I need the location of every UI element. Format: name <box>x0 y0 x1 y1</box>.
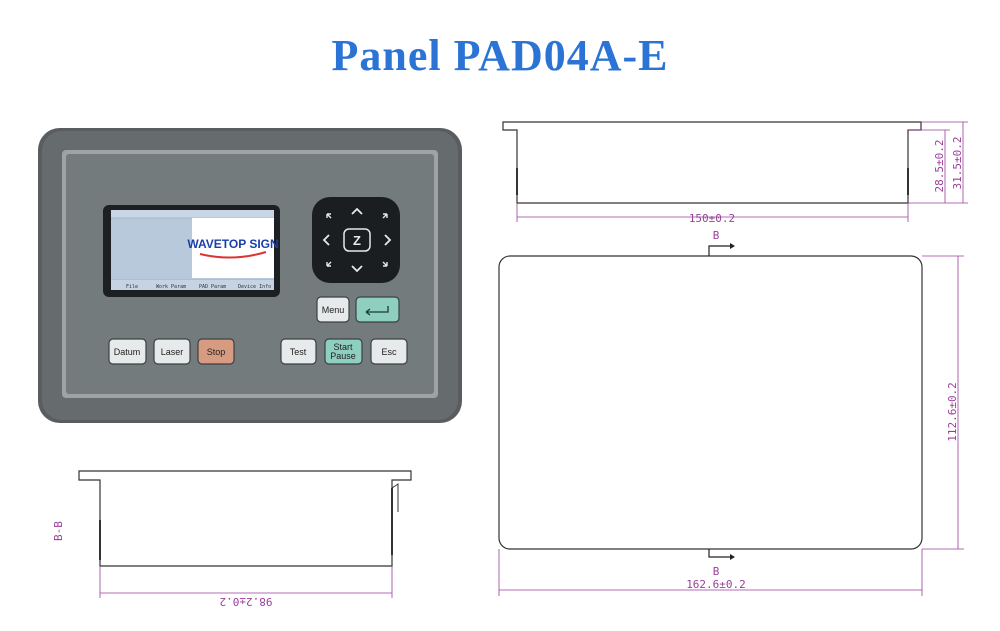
dim-top-depth-2: 31.5±0.2 <box>951 137 964 190</box>
esc-button-label: Esc <box>381 347 397 357</box>
enter-icon <box>365 306 389 316</box>
section-marker-top <box>708 245 730 256</box>
stop-button-label: Stop <box>207 347 226 357</box>
section-marker-label-top: B <box>713 229 720 242</box>
test-button[interactable]: Test <box>280 338 317 365</box>
datum-button[interactable]: Datum <box>108 338 147 365</box>
screen-tab-device-info: Device Info <box>238 284 271 290</box>
dim-top-width: 150±0.2 <box>689 212 735 225</box>
arrow-right-icon[interactable] <box>384 234 392 246</box>
front-view-outline <box>498 255 923 550</box>
arrow-left-icon[interactable] <box>322 234 330 246</box>
dim-top-depth-1: 28.5±0.2 <box>933 140 946 193</box>
section-marker-bottom <box>708 549 730 558</box>
arrow-down-left-icon <box>326 261 332 267</box>
top-view-outline <box>502 121 922 204</box>
start-pause-button[interactable]: Start Pause <box>324 338 363 365</box>
arrow-up-icon[interactable] <box>351 207 363 215</box>
arrow-up-left-icon <box>326 213 332 219</box>
menu-button-label: Menu <box>322 305 345 315</box>
pause-label: Pause <box>330 351 356 361</box>
lcd-preview <box>192 218 274 278</box>
direction-pad <box>312 197 400 283</box>
section-marker-label-bottom: B <box>713 565 720 578</box>
datum-button-label: Datum <box>114 347 141 357</box>
section-label: B-B <box>52 521 65 541</box>
screen-tab-file: File <box>126 284 138 290</box>
logo-swoosh <box>199 251 267 259</box>
screen-tab-work-param: Work Param <box>156 284 186 290</box>
start-label: Start <box>333 342 353 352</box>
esc-button[interactable]: Esc <box>370 338 408 365</box>
front-view-dimensions <box>498 255 964 596</box>
screen-tab-pad-param: PAD Param <box>199 284 226 290</box>
section-view-dimensions <box>99 566 393 598</box>
dim-front-width: 162.6±0.2 <box>686 578 746 591</box>
control-panel-device: WAVETOP SIGN File Work Param PAD Param D… <box>38 128 462 423</box>
laser-button[interactable]: Laser <box>153 338 191 365</box>
top-view-dimensions <box>516 121 968 222</box>
arrow-down-icon[interactable] <box>351 265 363 273</box>
z-key-label: Z <box>353 233 361 248</box>
section-view-outline <box>78 470 412 567</box>
menu-button[interactable]: Menu <box>316 296 350 323</box>
top-view-drawing <box>502 121 922 204</box>
page-title: Panel PAD04A-E <box>331 31 669 80</box>
test-button-label: Test <box>290 347 307 357</box>
z-key[interactable] <box>343 228 371 252</box>
stop-button[interactable]: Stop <box>197 338 235 365</box>
front-view-drawing <box>498 243 923 560</box>
arrow-down-right-icon <box>382 261 388 267</box>
arrow-up-right-icon <box>382 213 388 219</box>
dim-section-width: 98.2±0.2 <box>220 595 273 608</box>
enter-button[interactable] <box>355 296 400 323</box>
dim-front-height: 112.6±0.2 <box>946 382 959 442</box>
laser-button-label: Laser <box>161 347 184 357</box>
wavetop-logo: WAVETOP SIGN <box>187 237 278 251</box>
section-view-drawing <box>78 470 412 567</box>
